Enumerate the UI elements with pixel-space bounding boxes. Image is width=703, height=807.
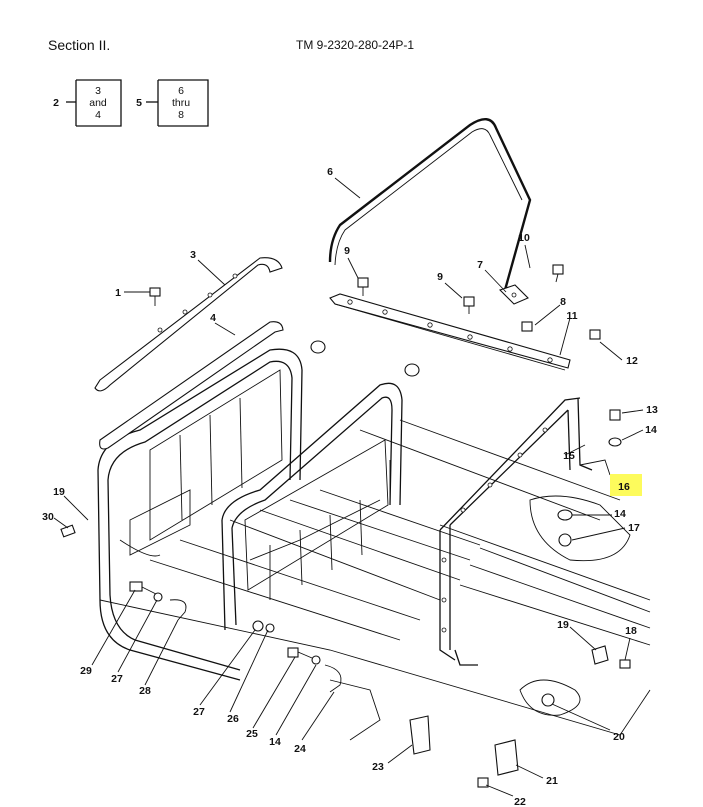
- callout-label: 28: [139, 685, 151, 697]
- locator-a-line-2: and: [89, 97, 107, 109]
- locator-b-line-2: thru: [172, 97, 190, 109]
- callout-label: 12: [626, 355, 638, 367]
- callout-label: 10: [518, 232, 530, 244]
- callout-label: 6: [327, 166, 333, 178]
- callout-label: 14: [269, 736, 281, 748]
- callout-label: 30: [42, 511, 54, 523]
- callout-label: 20: [613, 731, 625, 743]
- fasteners: [60, 264, 631, 788]
- locator-box-b: 5 6 thru 8: [136, 79, 209, 127]
- locator-b-pointer: 5: [136, 97, 142, 109]
- center-side-panel: [221, 382, 403, 631]
- callout-label: 19: [557, 619, 569, 631]
- rear-right-frame: [439, 397, 611, 666]
- callout-label: 24: [294, 743, 306, 755]
- part-4-seal-strip: [99, 321, 284, 450]
- callout-label: 17: [628, 522, 640, 534]
- section-heading: Section II.: [48, 37, 111, 53]
- callout-label: 7: [477, 259, 483, 271]
- cargo-bed-floor: [99, 419, 651, 741]
- callout-label: 18: [625, 625, 637, 637]
- part-3-top-rail: [94, 257, 283, 392]
- leader-lines: [53, 177, 644, 797]
- callout-label: 21: [546, 775, 558, 787]
- part-6-tarp-bow: [328, 118, 532, 291]
- callout-label: 22: [514, 796, 526, 807]
- callout-label: 4: [210, 312, 216, 324]
- callout-numbers: 1 3 4 6 7 8 9 9 10 11 12 13 14 15 16 14 …: [42, 166, 658, 807]
- callout-label: 11: [566, 310, 577, 322]
- callout-16-highlight: [610, 474, 642, 496]
- part-11-side-rail: [329, 293, 571, 371]
- technical-manual-number: TM 9-2320-280-24P-1: [296, 38, 415, 52]
- locator-a-pointer: 2: [53, 97, 59, 109]
- callout-label: 27: [193, 706, 205, 718]
- callout-label: 9: [344, 245, 350, 257]
- callout-label: 29: [80, 665, 92, 677]
- callout-label: 19: [53, 486, 65, 498]
- locator-box-a: 2 3 and 4: [53, 79, 122, 127]
- locator-a-line-3: 4: [95, 109, 101, 121]
- callout-label: 23: [372, 761, 384, 773]
- part-7-bracket: [498, 284, 529, 305]
- callout-label: 14: [614, 508, 626, 520]
- callout-label: 1: [115, 287, 121, 299]
- callout-label: 14: [645, 424, 657, 436]
- locator-a-line-1: 3: [95, 85, 101, 97]
- callout-label: 13: [646, 404, 658, 416]
- locator-b-line-3: 8: [178, 109, 184, 121]
- callout-label: 9: [437, 271, 443, 283]
- callout-label: 16: [618, 481, 630, 493]
- callout-label: 15: [563, 450, 575, 462]
- callout-label: 3: [190, 249, 196, 261]
- callout-label: 8: [560, 296, 566, 308]
- callout-label: 26: [227, 713, 239, 725]
- callout-label: 27: [111, 673, 123, 685]
- locator-b-line-1: 6: [178, 85, 184, 97]
- callout-label: 25: [246, 728, 258, 740]
- front-bulkhead: [97, 348, 303, 681]
